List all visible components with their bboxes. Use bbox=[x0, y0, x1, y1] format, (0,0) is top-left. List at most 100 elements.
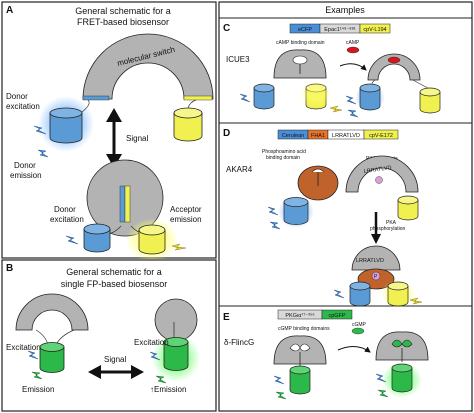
d-cerulean-closed bbox=[349, 281, 371, 307]
e-construct-pkg: PKGια⁷⁷⁻³⁵⁶ bbox=[285, 312, 314, 319]
c-construct-epac: Epac1¹⁴⁹⁻⁸⁸¹ bbox=[324, 26, 356, 33]
acceptor-fp-cylinder-bottom bbox=[138, 224, 166, 255]
d-construct-lrratlvd: LRRATLVD bbox=[332, 133, 360, 139]
examples-column: Examples bbox=[218, 1, 473, 412]
d-cerulean-cylinder bbox=[283, 197, 309, 225]
d-construct: Cerulean FHA1 LRRATLVD cpV-E172 bbox=[277, 129, 399, 140]
e-domain-label: cGMP binding domains bbox=[278, 326, 330, 332]
donor-emission-label-1: Donor bbox=[14, 161, 36, 170]
panel-c-name: ICUE3 bbox=[226, 55, 250, 64]
b-excitation-right: Excitation bbox=[134, 338, 169, 347]
c-construct-cpv: cpV-L194 bbox=[363, 27, 386, 33]
panel-b-letter: B bbox=[6, 263, 13, 274]
closed-acceptor-stripe bbox=[124, 185, 131, 223]
panel-d-name: AKAR4 bbox=[226, 165, 253, 174]
panel-b: B General schematic for a single FP-base… bbox=[1, 259, 217, 412]
c-arc-closed bbox=[367, 53, 421, 81]
c-camp-molecule bbox=[346, 46, 360, 54]
emission-bolt-icon-b2 bbox=[155, 375, 167, 384]
d-substrate-seq: LRRATLVD bbox=[363, 165, 392, 175]
d-substrate-site bbox=[375, 176, 383, 184]
c-construct: eCFP Epac1¹⁴⁹⁻⁸⁸¹ cpV-L194 bbox=[289, 23, 391, 34]
c-domain-label: cAMP binding domain bbox=[276, 40, 325, 46]
e-construct: PKGια⁷⁷⁻³⁵⁶ cpGFP bbox=[277, 309, 353, 320]
donor-linker bbox=[81, 99, 90, 113]
d-arc-closed bbox=[351, 245, 401, 271]
donor-emission-label-2: emission bbox=[10, 171, 42, 180]
c-construct-ecfp: eCFP bbox=[298, 27, 312, 33]
panel-a-title-1: General schematic for a bbox=[75, 6, 171, 16]
emission-bolt-icon-b bbox=[31, 371, 43, 380]
d-arc-open bbox=[345, 155, 419, 193]
panel-b-title-2: single FP-based biosensor bbox=[61, 279, 168, 289]
donor-excitation-label-2: excitation bbox=[6, 102, 40, 111]
e-ligand-label: cGMP bbox=[352, 322, 367, 328]
d-phos-label-2: phosphorylation bbox=[370, 226, 406, 232]
b-emission-left: Emission bbox=[22, 385, 54, 394]
c-cfp-left bbox=[253, 83, 275, 110]
acceptor-emission-label-1: Acceptor bbox=[170, 205, 202, 214]
b-excitation-left: Excitation bbox=[6, 343, 41, 352]
c-reaction-arrow bbox=[339, 63, 367, 71]
c-ypf-right bbox=[419, 87, 441, 114]
acceptor-emission-label-2: emission bbox=[170, 215, 202, 224]
donor-excitation-b-2: excitation bbox=[50, 215, 84, 224]
panel-b-signal-label: Signal bbox=[104, 355, 126, 364]
d-phospho-label-1: Phosphoamino acid bbox=[262, 149, 306, 155]
examples-header: Examples bbox=[325, 5, 365, 15]
gfp-cylinder-right bbox=[163, 337, 189, 371]
donor-excitation-label-1: Donor bbox=[6, 92, 28, 101]
panel-e-name: δ-FlincG bbox=[224, 338, 254, 347]
panel-c-letter: C bbox=[223, 23, 230, 34]
donor-excitation-b-1: Donor bbox=[54, 205, 76, 214]
c-cfp-right bbox=[359, 83, 381, 111]
d-p-mark: P bbox=[374, 274, 378, 280]
excitation-bolt-icon bbox=[33, 125, 47, 135]
e-pkg-domain bbox=[273, 335, 327, 365]
panel-a-letter: A bbox=[6, 5, 13, 16]
d-cpv-closed bbox=[387, 281, 409, 307]
d-construct-fha1: FHA1 bbox=[311, 133, 325, 139]
e-cgmp-molecule bbox=[351, 327, 365, 335]
panel-a: A General schematic for a FRET-based bio… bbox=[1, 1, 217, 262]
e-cgmp-sites-icon bbox=[289, 343, 311, 352]
panel-b-title-1: General schematic for a bbox=[66, 267, 162, 277]
b-signal-arrow-right-icon bbox=[131, 365, 144, 379]
closed-donor-stripe bbox=[119, 185, 126, 223]
panel-e: E δ-FlincG PKGια⁷⁷⁻³⁵⁶ cpGFP cGMP bindin… bbox=[223, 309, 429, 400]
d-phospho-label-2: binding domain bbox=[266, 155, 300, 161]
e-gfp-right bbox=[391, 363, 413, 393]
d-phos-label-1: PKA bbox=[386, 220, 397, 226]
e-gfp-left bbox=[289, 365, 311, 395]
acceptor-fp-cylinder bbox=[173, 107, 203, 142]
panel-d-letter: D bbox=[223, 128, 230, 139]
panel-a-signal-label: Signal bbox=[126, 134, 148, 143]
e-construct-cpgfp: cpGFP bbox=[328, 313, 345, 319]
acceptor-emission-bolt-icon bbox=[171, 243, 187, 251]
d-construct-cpv: cpV-E172 bbox=[369, 133, 393, 139]
d-cpv-cylinder bbox=[397, 195, 419, 221]
e-pkg-domain-bound bbox=[375, 331, 429, 361]
acceptor-linker-stripe bbox=[183, 95, 213, 101]
c-emission-bolt-icon bbox=[329, 105, 343, 113]
excitation-bolt-icon-b bbox=[27, 350, 39, 360]
panel-d: D AKAR4 Cerulean FHA1 LRRATLVD cpV-E172 … bbox=[223, 128, 423, 308]
excitation-bolt-icon-bottom bbox=[65, 235, 79, 245]
excitation-bolt-icon-b2 bbox=[149, 351, 161, 361]
donor-fp-cylinder-bottom bbox=[83, 223, 111, 253]
panel-e-letter: E bbox=[223, 312, 230, 323]
gfp-cylinder-left bbox=[39, 342, 65, 373]
molecular-switch-arc bbox=[82, 33, 214, 100]
donor-linker-stripe bbox=[82, 95, 110, 101]
c-ligand-label: cAMP bbox=[346, 40, 360, 46]
signal-arrow-down-icon bbox=[106, 154, 122, 168]
donor-fp-cylinder bbox=[49, 107, 83, 144]
e-reaction-arrow bbox=[337, 346, 371, 353]
d-construct-cerulean: Cerulean bbox=[282, 133, 304, 139]
panel-a-title-2: FRET-based biosensor bbox=[77, 17, 169, 27]
emission-bolt-icon bbox=[37, 149, 49, 158]
single-fp-switch-arc bbox=[15, 293, 89, 331]
c-excitation-bolt-icon bbox=[239, 93, 251, 103]
signal-arrow-up-icon bbox=[106, 108, 122, 122]
